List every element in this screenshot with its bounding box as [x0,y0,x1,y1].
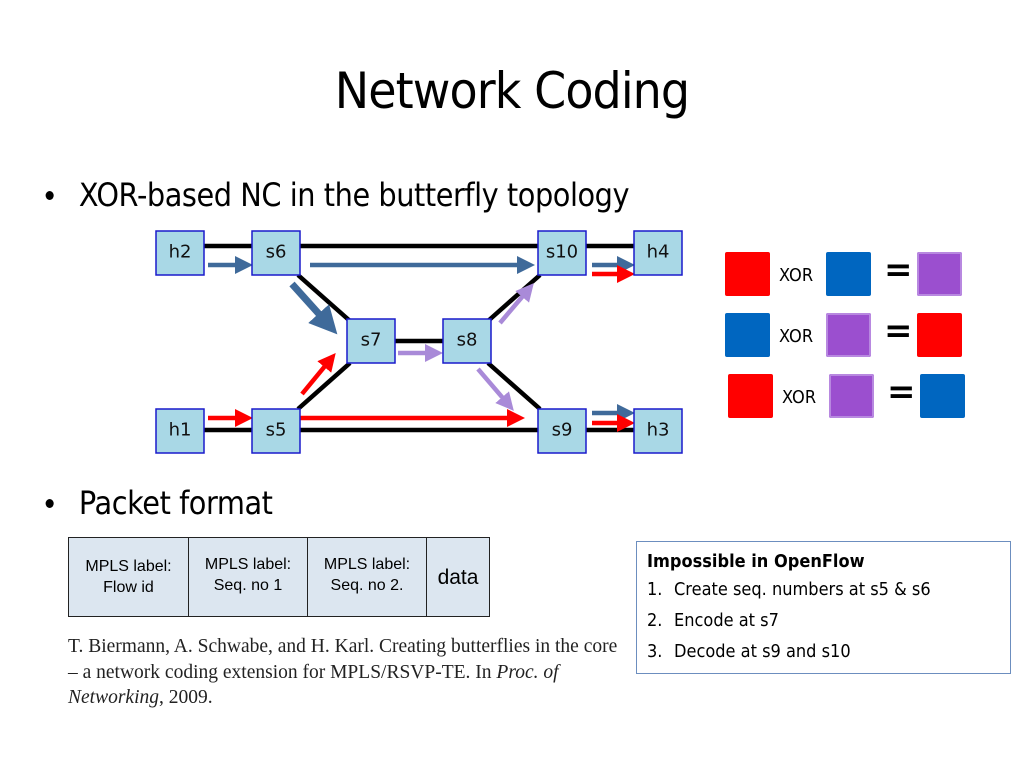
node-s5: s5 [251,408,301,454]
xor-operator: XOR [779,265,814,286]
node-s7: s7 [346,318,396,364]
packet-square-red [725,252,770,296]
link-s5-s7 [296,361,352,411]
bullet-dot-icon [45,498,54,508]
bullet-text: Packet format [78,484,273,522]
link-s8-s10 [486,273,542,323]
packet-field-flow-id: MPLS label: Flow id [69,538,189,616]
packet-format-table: MPLS label:Flow id MPLS label:Seq. no 1 … [68,537,490,617]
field-label: MPLS label: [323,556,411,573]
nodes-layer: h2 s6 s10 h4 s7 s8 h1 s5 s9 h3 [155,230,683,454]
links-layer [204,243,634,433]
field-value: Seq. no 1 [213,577,283,594]
link-s6-s7 [296,273,352,323]
note-item-text: Decode at s9 and s10 [674,641,851,662]
field-label: data [437,566,479,589]
bullet-butterfly: XOR-based NC in the butterfly topology [42,176,630,214]
node-label: s6 [266,242,287,263]
node-h1: h1 [155,408,205,454]
node-box [251,230,301,276]
citation: T. Biermann, A. Schwabe, and H. Karl. Cr… [68,634,628,711]
citation-text: T. Biermann, A. Schwabe, and H. Karl. Cr… [68,636,618,683]
equals-sign: = [884,250,913,290]
flow-arrow-purple-s8-s9 [476,367,514,411]
node-box [346,318,396,364]
note-item-number: 3. [647,641,663,662]
node-s8: s8 [442,318,492,364]
xor-operator: XOR [782,387,817,408]
packet-square-purple [826,313,871,357]
node-box [442,318,492,364]
note-item-number: 1. [647,579,663,600]
flow-arrow-blue-s6-s7 [289,281,338,335]
node-box [633,230,683,276]
node-label: s8 [457,330,478,351]
note-item: 1. Create seq. numbers at s5 & s6 [647,574,965,605]
result-square-red [917,313,962,357]
openflow-limitations-box: Impossible in OpenFlow 1. Create seq. num… [636,541,1011,674]
equals-sign: = [887,372,916,412]
node-s10: s10 [537,230,587,276]
field-value: Flow id [103,579,154,596]
flow-arrow-red-s5-s7 [300,353,336,396]
result-square-purple [917,252,962,296]
bullet-packet-format: Packet format [42,484,273,522]
packet-square-purple [829,374,874,418]
node-h4: h4 [633,230,683,276]
note-item-text: Encode at s7 [674,610,779,631]
node-box [633,408,683,454]
equals-sign: = [884,311,913,351]
field-label: MPLS label: [204,556,292,573]
xor-equation-row: XOR = [724,372,969,420]
packet-square-red [728,374,773,418]
packet-field-seq-1: MPLS label: Seq. no 1 [189,538,308,616]
node-s6: s6 [251,230,301,276]
packet-field-seq-2: MPLS label: Seq. no 2. [308,538,427,616]
citation-venue: Proc. of Networking [68,661,559,709]
citation-year: , 2009. [159,687,213,708]
xor-equation-row: XOR = [724,311,969,359]
node-s9: s9 [537,408,587,454]
node-box [251,408,301,454]
node-box [155,230,205,276]
flow-arrow-purple-s8-s10 [498,283,534,325]
packet-field-data: data [427,538,489,616]
note-item: 3. Decode at s9 and s10 [647,636,965,667]
xor-operator: XOR [779,326,814,347]
bullet-text: XOR-based NC in the butterfly topology [78,176,630,214]
xor-equation-row: XOR = [724,250,969,298]
field-value: Seq. no 2. [330,577,404,594]
node-label: h1 [169,420,192,441]
field-label: MPLS label: [85,558,172,575]
packet-square-blue [725,313,770,357]
note-heading: Impossible in OpenFlow [647,551,865,572]
node-h2: h2 [155,230,205,276]
note-item-number: 2. [647,610,663,631]
result-square-blue [920,374,965,418]
flows-layer [208,256,635,432]
note-item: 2. Encode at s7 [647,605,965,636]
node-box [537,230,587,276]
link-s8-s9 [486,361,542,411]
note-item-text: Create seq. numbers at s5 & s6 [674,579,931,600]
node-box [155,408,205,454]
node-label: s9 [552,420,573,441]
node-label: s7 [361,330,382,351]
node-label: s10 [546,242,578,263]
node-box [537,408,587,454]
node-h3: h3 [633,408,683,454]
bullet-dot-icon [45,190,54,200]
node-label: h4 [647,242,670,263]
node-label: h2 [169,242,192,263]
node-label: s5 [266,420,287,441]
packet-square-blue [826,252,871,296]
node-label: h3 [647,420,670,441]
slide-title: Network Coding [334,62,690,120]
